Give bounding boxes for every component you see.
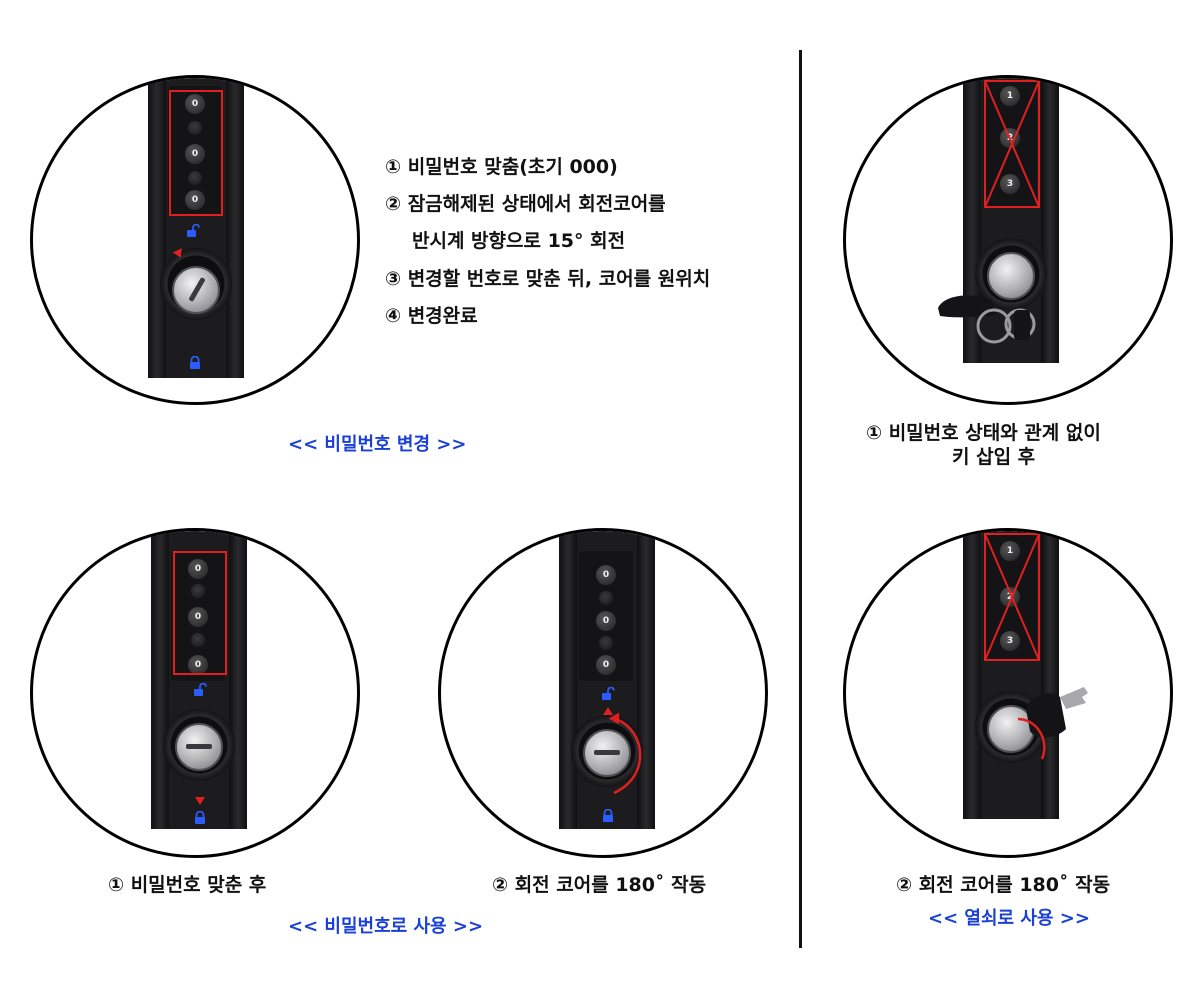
- dial-highlight-box: [169, 90, 223, 216]
- red-marker-icon: [195, 797, 205, 805]
- lock-photo-key-inserted: 1 2 3: [843, 75, 1173, 405]
- caption-password-set: ① 비밀번호 맞춘 후: [108, 874, 267, 896]
- instruction-step-4: ④ 변경완료: [385, 305, 478, 327]
- dial-digit: 0: [185, 94, 205, 114]
- dial-digit: 0: [188, 607, 208, 627]
- key-cylinder: [987, 705, 1035, 753]
- lock-icon: [190, 356, 200, 369]
- rotation-arrow-icon: [608, 712, 642, 795]
- lock-body: 0 0 0: [148, 78, 244, 378]
- lock-icon: [195, 811, 205, 824]
- section-title-key-use: << 열쇠로 사용 >>: [928, 908, 1090, 929]
- lock-photo-core-rotate: 0 0 0: [438, 528, 768, 858]
- unlock-icon: [194, 683, 207, 696]
- lock-body: 0 0 0: [559, 531, 655, 829]
- dial-strip: 0 0 0: [168, 86, 222, 216]
- lock-body: 1 2 3: [963, 78, 1059, 363]
- key-cylinder: [987, 252, 1035, 300]
- caption-key-inserted-line1: ① 비밀번호 상태와 관계 없이: [866, 422, 1101, 444]
- dial-digit: 3: [1000, 174, 1020, 194]
- dial-digit: 0: [185, 144, 205, 164]
- dial-digit: 3: [1000, 631, 1020, 651]
- dial-strip: 1 2 3: [983, 82, 1037, 208]
- dial-cross-box: [984, 533, 1040, 661]
- caption-key-inserted-line2: 키 삽입 후: [952, 446, 1036, 468]
- unlock-icon: [187, 224, 200, 237]
- lock-photo-password-change: 0 0 0: [30, 75, 360, 405]
- section-title-password-use: << 비밀번호로 사용 >>: [288, 916, 484, 937]
- section-title-password-change: << 비밀번호 변경 >>: [288, 434, 467, 455]
- dial-digit: 0: [596, 565, 616, 585]
- dial-strip: 0 0 0: [171, 551, 225, 681]
- key-cylinder: [172, 266, 220, 314]
- dial-digit: 0: [188, 655, 208, 675]
- dial-strip: 1 2 3: [983, 535, 1037, 661]
- dial-digit: 0: [188, 559, 208, 579]
- dial-digit: 1: [1000, 86, 1020, 106]
- dial-digit: 0: [596, 611, 616, 631]
- dial-highlight-box: [173, 551, 227, 675]
- instruction-step-1: ① 비밀번호 맞춤(초기 000): [385, 156, 618, 178]
- instruction-step-2: ② 잠금해제된 상태에서 회전코어를: [385, 193, 666, 215]
- instruction-step-2-cont: 반시계 방향으로 15° 회전: [412, 230, 626, 252]
- caption-key-rotate: ② 회전 코어를 180˚ 작동: [896, 874, 1111, 896]
- dial-strip: 0 0 0: [579, 551, 633, 681]
- caption-core-rotate: ② 회전 코어를 180˚ 작동: [492, 874, 707, 896]
- lock-icon: [603, 809, 613, 822]
- dial-digit: 0: [185, 190, 205, 210]
- lock-body: 1 2 3: [963, 531, 1059, 819]
- instruction-step-3: ③ 변경할 번호로 맞춘 뒤, 코어를 원위치: [385, 268, 711, 290]
- dial-digit: 0: [596, 655, 616, 675]
- dial-cross-box: [984, 80, 1040, 208]
- key-icon: [938, 295, 1036, 344]
- unlock-icon: [602, 687, 615, 700]
- lock-photo-key-rotate: 1 2 3: [843, 528, 1173, 858]
- lock-photo-password-set: 0 0 0: [30, 528, 360, 858]
- key-icon: [1017, 687, 1088, 760]
- lock-body: 0 0 0: [151, 531, 247, 829]
- vertical-divider: [799, 50, 802, 948]
- dial-digit: 1: [1000, 541, 1020, 561]
